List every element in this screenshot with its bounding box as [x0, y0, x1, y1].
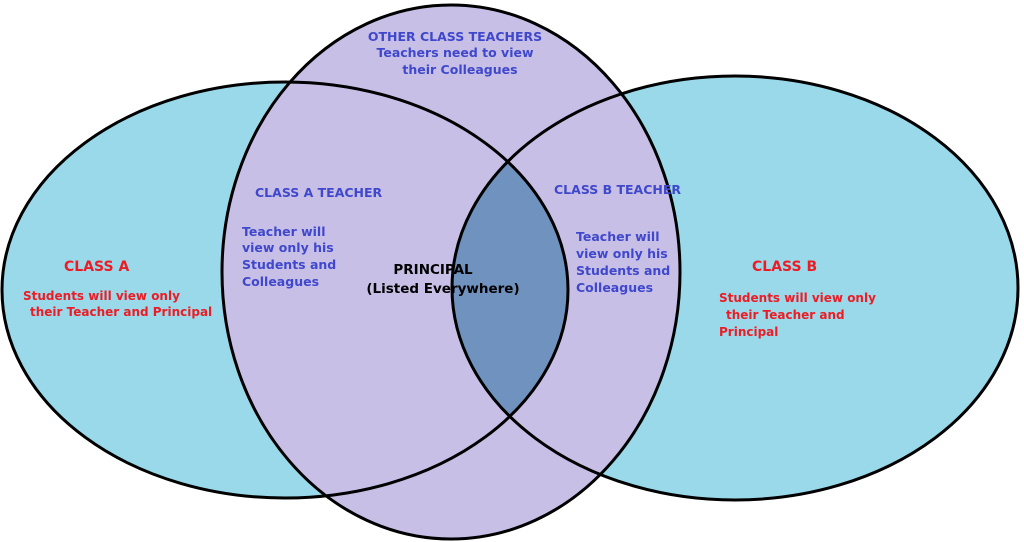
principal-subtitle: (Listed Everywhere) — [366, 281, 519, 297]
class-a-teacher-line3: Students and — [242, 257, 336, 272]
class-a-teacher-title: CLASS A TEACHER — [255, 185, 383, 200]
other-teachers-line2: their Colleagues — [402, 62, 517, 77]
class-b-line2: their Teacher and — [726, 308, 845, 322]
other-teachers-line1: Teachers need to view — [376, 45, 534, 60]
class-b-teacher-line2: view only his — [576, 246, 668, 261]
class-a-teacher-line4: Colleagues — [242, 274, 319, 289]
class-b-title: CLASS B — [752, 259, 817, 275]
other-teachers-title: OTHER CLASS TEACHERS — [368, 29, 542, 44]
class-a-line1: Students will view only — [23, 289, 180, 303]
class-a-line2: their Teacher and Principal — [30, 305, 212, 319]
class-a-title: CLASS A — [64, 259, 129, 275]
teachers-outline — [220, 3, 682, 541]
class-b-teacher-title: CLASS B TEACHER — [554, 182, 681, 197]
class-b-line1: Students will view only — [719, 291, 876, 305]
class-a-outline — [0, 80, 570, 500]
class-b-teacher-line3: Students and — [576, 263, 670, 278]
class-a-teacher-line1: Teacher will — [242, 224, 325, 239]
principal-title: PRINCIPAL — [393, 262, 473, 278]
class-b-outline — [450, 74, 1020, 502]
class-b-teacher-line4: Colleagues — [576, 280, 653, 295]
class-b-teacher-line1: Teacher will — [576, 229, 659, 244]
class-b-line3: Principal — [719, 325, 778, 339]
teachers-circle — [222, 5, 680, 539]
class-a-teacher-line2: view only his — [242, 240, 334, 255]
